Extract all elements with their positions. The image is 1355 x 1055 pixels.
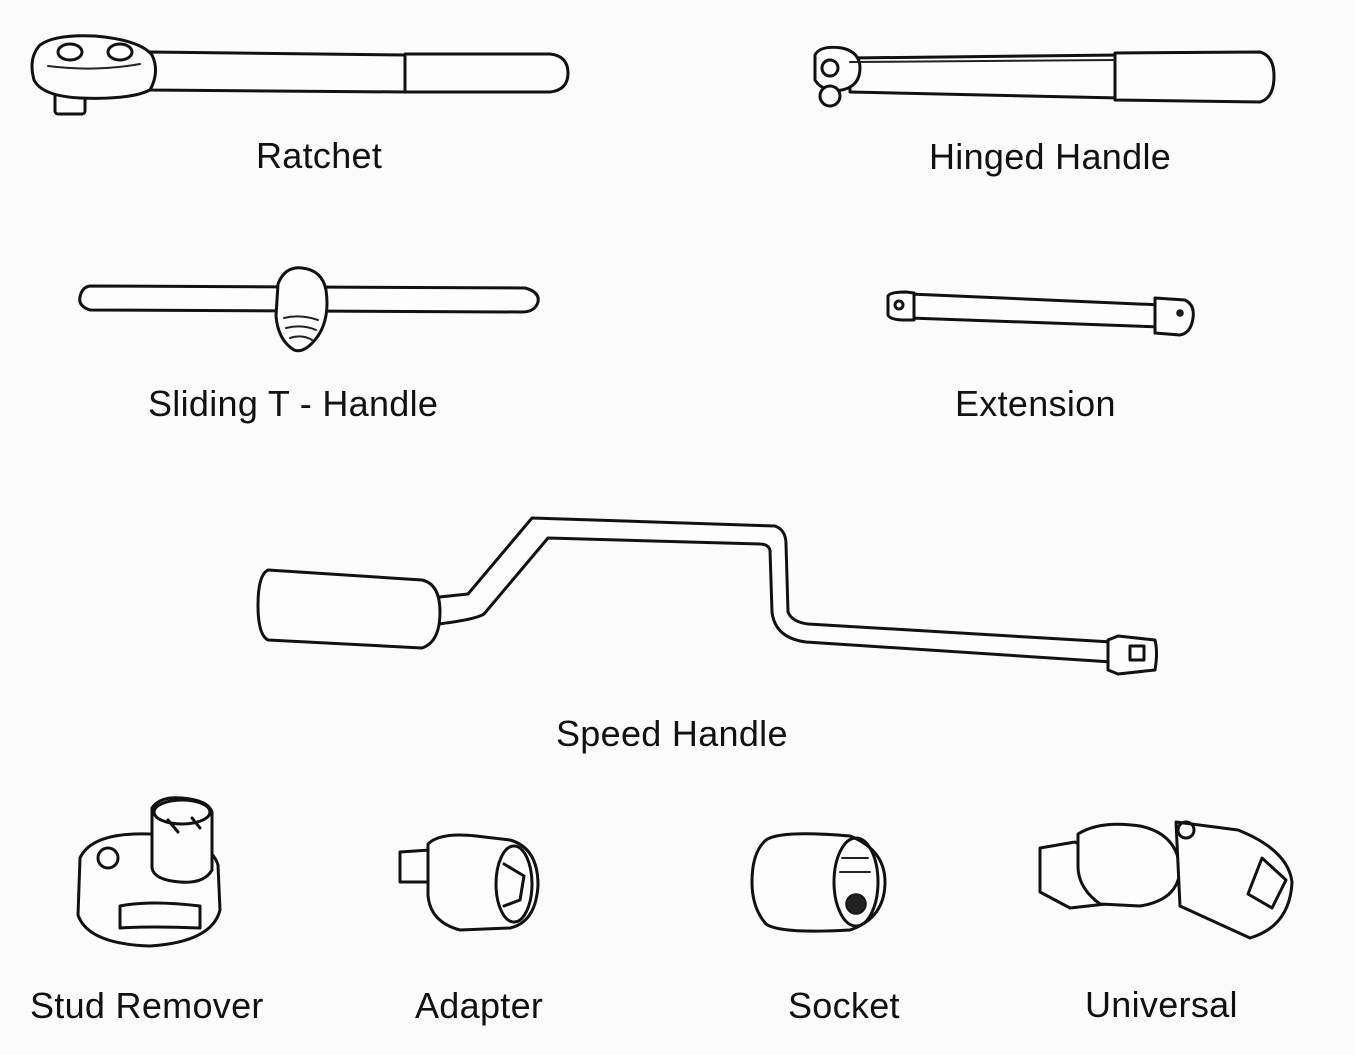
adapter-label: Adapter xyxy=(415,985,544,1026)
hinged-handle-label: Hinged Handle xyxy=(929,136,1172,177)
speed-handle-icon xyxy=(256,516,1158,676)
hinged-handle-icon xyxy=(813,45,1276,108)
socket-icon xyxy=(750,832,887,933)
adapter-icon xyxy=(398,833,540,932)
sliding-t-handle-label: Sliding T - Handle xyxy=(148,383,439,424)
socket-label: Socket xyxy=(788,985,900,1026)
stud-remover-label: Stud Remover xyxy=(30,985,264,1026)
extension-label: Extension xyxy=(955,383,1116,424)
speed-handle-label: Speed Handle xyxy=(556,713,788,754)
ratchet-label: Ratchet xyxy=(256,135,383,176)
ratchet-icon xyxy=(30,34,570,116)
sliding-t-handle-icon xyxy=(78,266,540,353)
universal-label: Universal xyxy=(1085,984,1238,1025)
extension-icon xyxy=(886,290,1195,337)
universal-icon xyxy=(1038,820,1294,940)
stud-remover-icon xyxy=(76,796,222,948)
